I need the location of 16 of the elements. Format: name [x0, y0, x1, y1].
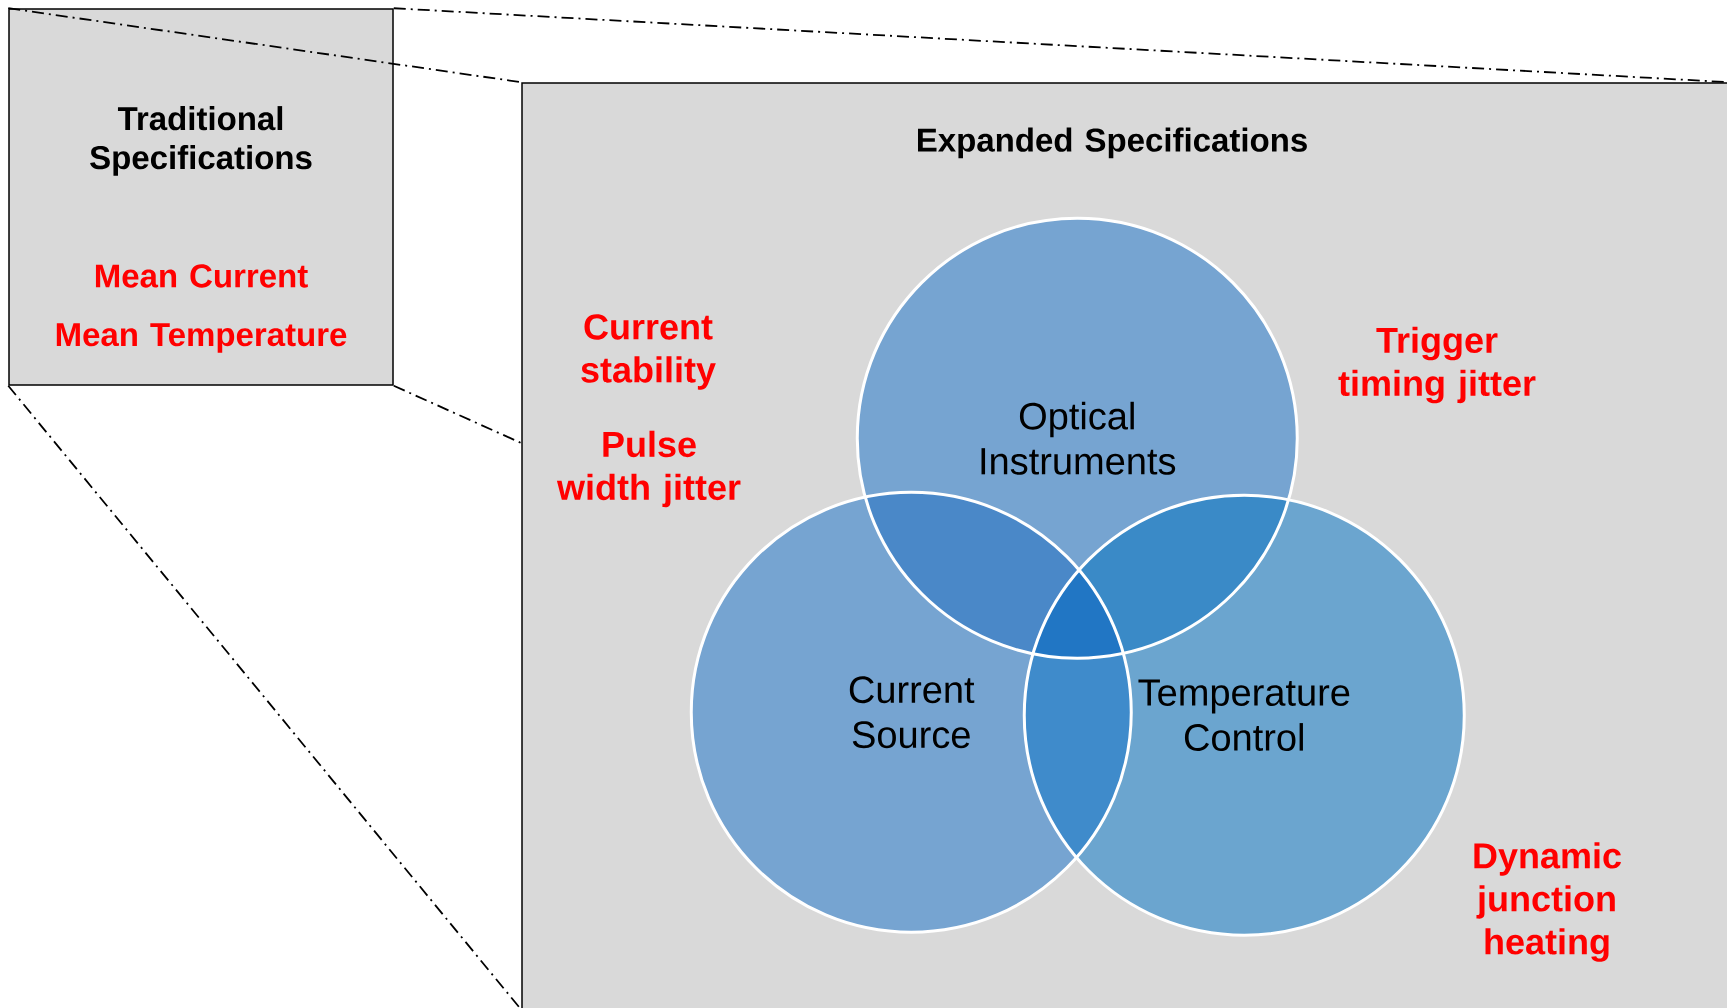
- panel-box: [8, 8, 394, 386]
- circle-label: Temperature Control: [1138, 679, 1350, 751]
- spec-text: Dynamic junction heating: [1474, 842, 1621, 962]
- circle-label: Current Source: [849, 676, 975, 749]
- spec-text: Pulse width jitter: [556, 430, 741, 508]
- zoom-line: [392, 384, 523, 444]
- spec-text: Mean Temperature: [56, 323, 347, 353]
- venn-circle: [1022, 493, 1466, 937]
- spec-text: Mean Current: [95, 264, 308, 288]
- heading: Expanded Specifications: [918, 127, 1307, 159]
- spec-text: Current stability: [581, 314, 716, 390]
- circle-label: Optical Instruments: [981, 401, 1176, 475]
- zoom-line: [392, 7, 1727, 84]
- spec-text: Trigger timing jitter: [1338, 326, 1536, 404]
- heading: Traditional Specifications: [90, 106, 312, 176]
- venn-circle: [855, 216, 1299, 660]
